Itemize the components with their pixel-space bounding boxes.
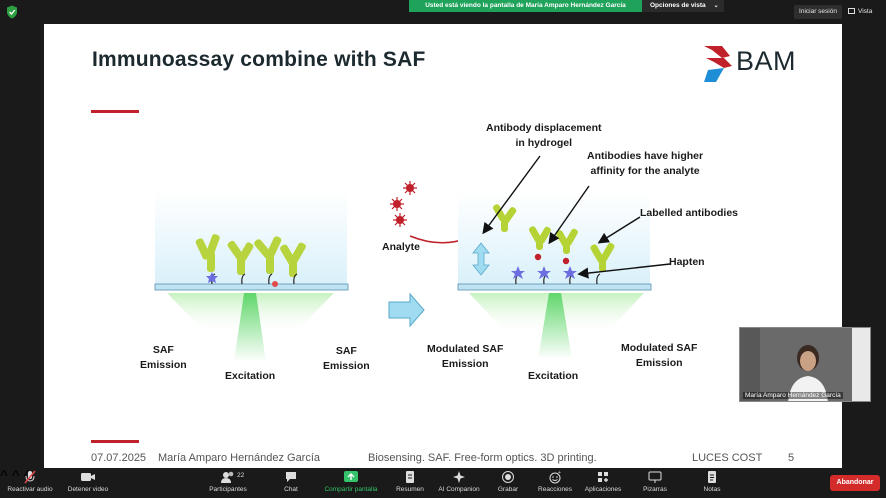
stop-video-button[interactable]: Detener video <box>62 470 114 496</box>
analyte-group <box>388 181 495 328</box>
left-antibodies <box>195 234 306 277</box>
grid-icon <box>848 8 855 14</box>
whiteboards-button[interactable]: Pizarras <box>640 470 670 496</box>
slide-title: Immunoassay combine with SAF <box>92 48 426 71</box>
whiteboards-label: Pizarras <box>643 486 667 493</box>
record-button[interactable]: Grabar <box>494 470 522 496</box>
reactions-label: Reacciones <box>538 486 572 493</box>
participant-video <box>740 328 870 401</box>
left-hydrogel <box>155 192 347 288</box>
title-rule <box>91 110 139 113</box>
muted-mic-icon <box>24 470 36 484</box>
reactions-button[interactable]: + Reacciones <box>535 470 575 496</box>
reactions-icon: + <box>549 470 561 484</box>
chevron-up-icon[interactable]: ^ <box>0 468 8 485</box>
leave-button[interactable]: Abandonar <box>830 475 880 491</box>
chevron-up-icon[interactable]: ^ <box>23 468 32 485</box>
view-label: Vista <box>858 8 873 15</box>
footer-page-number: 5 <box>788 452 795 464</box>
label-analyte: Analyte <box>382 241 420 253</box>
unmute-button[interactable]: Reactivar audio <box>4 470 56 496</box>
top-bar: Usted está viendo la pantalla de María A… <box>0 0 886 24</box>
stop-video-label: Detener video <box>67 486 109 493</box>
footer-topic: Biosensing. SAF. Free-form optics. 3D pr… <box>368 452 597 464</box>
chevron-up-icon[interactable]: ^ <box>11 468 20 485</box>
summary-label: Resumen <box>396 486 424 493</box>
meeting-toolbar: Reactivar audio Detener video ^ Particip… <box>0 468 886 498</box>
bam-logo <box>704 46 732 82</box>
shared-slide: Immunoassay combine with SAF BAM <box>44 24 842 468</box>
chat-button[interactable]: Chat <box>276 470 306 496</box>
left-hapten-dot <box>272 281 278 287</box>
bam-logo-text: BAM <box>736 46 797 76</box>
whiteboard-icon <box>648 471 662 483</box>
share-screen-label: Compartir pantalla <box>324 486 378 493</box>
label-labelled-antibodies: Labelled antibodies <box>640 207 739 219</box>
record-icon <box>502 471 514 483</box>
participant-video-tile[interactable]: María Amparo Hernández García <box>739 327 871 402</box>
share-screen-button[interactable]: Compartir pantalla <box>320 470 382 496</box>
participants-button[interactable]: Participantes <box>200 470 256 496</box>
chat-label: Chat <box>284 486 298 493</box>
label-modulated-saf-right: Modulated SAF Emission <box>621 342 698 369</box>
ai-sparkle-icon <box>453 471 465 483</box>
immunoassay-diagram <box>154 155 671 362</box>
participants-count: 22 <box>237 472 245 479</box>
footer-project: LUCES COST <box>692 452 763 464</box>
sign-in-button[interactable]: Iniciar sesión <box>794 5 842 19</box>
view-options-button[interactable]: Opciones de vista ⌄ <box>642 0 724 12</box>
ai-companion-button[interactable]: AI Companion <box>434 470 484 496</box>
screen-share-banner: Usted está viendo la pantalla de María A… <box>409 0 642 12</box>
label-modulated-saf-left: Modulated SAF Emission <box>427 343 504 370</box>
notes-label: Notas <box>703 486 721 493</box>
view-options-label: Opciones de vista <box>650 2 706 9</box>
label-saf-emission-right: SAF Emission <box>323 345 370 372</box>
summary-icon <box>406 471 414 483</box>
security-shield-icon[interactable] <box>6 5 18 19</box>
apps-icon <box>598 472 608 482</box>
footer-date: 07.07.2025 <box>91 452 147 464</box>
unmute-label: Reactivar audio <box>7 486 53 493</box>
notes-icon <box>708 471 716 483</box>
ai-companion-label: AI Companion <box>438 486 480 493</box>
chevron-down-icon: ⌄ <box>713 3 719 9</box>
video-camera-icon <box>81 473 95 481</box>
participants-label: Participantes <box>209 486 247 493</box>
label-excitation-right: Excitation <box>528 370 579 382</box>
apps-button[interactable]: Aplicaciones <box>582 470 624 496</box>
label-saf-emission-left: SAF Emission <box>140 344 187 371</box>
view-button[interactable]: Vista <box>848 5 882 19</box>
participants-icon <box>221 471 234 483</box>
left-panel <box>154 192 349 362</box>
apps-label: Aplicaciones <box>584 486 622 493</box>
notes-button[interactable]: Notas <box>698 470 726 496</box>
process-arrow <box>388 292 425 328</box>
label-excitation-left: Excitation <box>225 370 276 382</box>
record-label: Grabar <box>497 486 519 493</box>
footer-author: María Amparo Hernández García <box>158 452 321 464</box>
left-linkers <box>211 273 298 285</box>
label-higher-affinity: Antibodies have higher affinity for the … <box>587 150 704 177</box>
label-antibody-displacement: Antibody displacement in hydrogel <box>486 122 602 149</box>
right-panel <box>457 155 671 359</box>
summary-button[interactable]: Resumen <box>390 470 430 496</box>
share-screen-icon <box>344 471 358 482</box>
left-excitation-beam <box>234 293 266 362</box>
svg-text:+: + <box>558 470 561 476</box>
label-hapten: Hapten <box>669 256 705 268</box>
chat-icon <box>286 472 296 482</box>
participant-name: María Amparo Hernández García <box>743 392 843 399</box>
footer-rule <box>91 440 139 443</box>
left-substrate <box>154 283 349 291</box>
